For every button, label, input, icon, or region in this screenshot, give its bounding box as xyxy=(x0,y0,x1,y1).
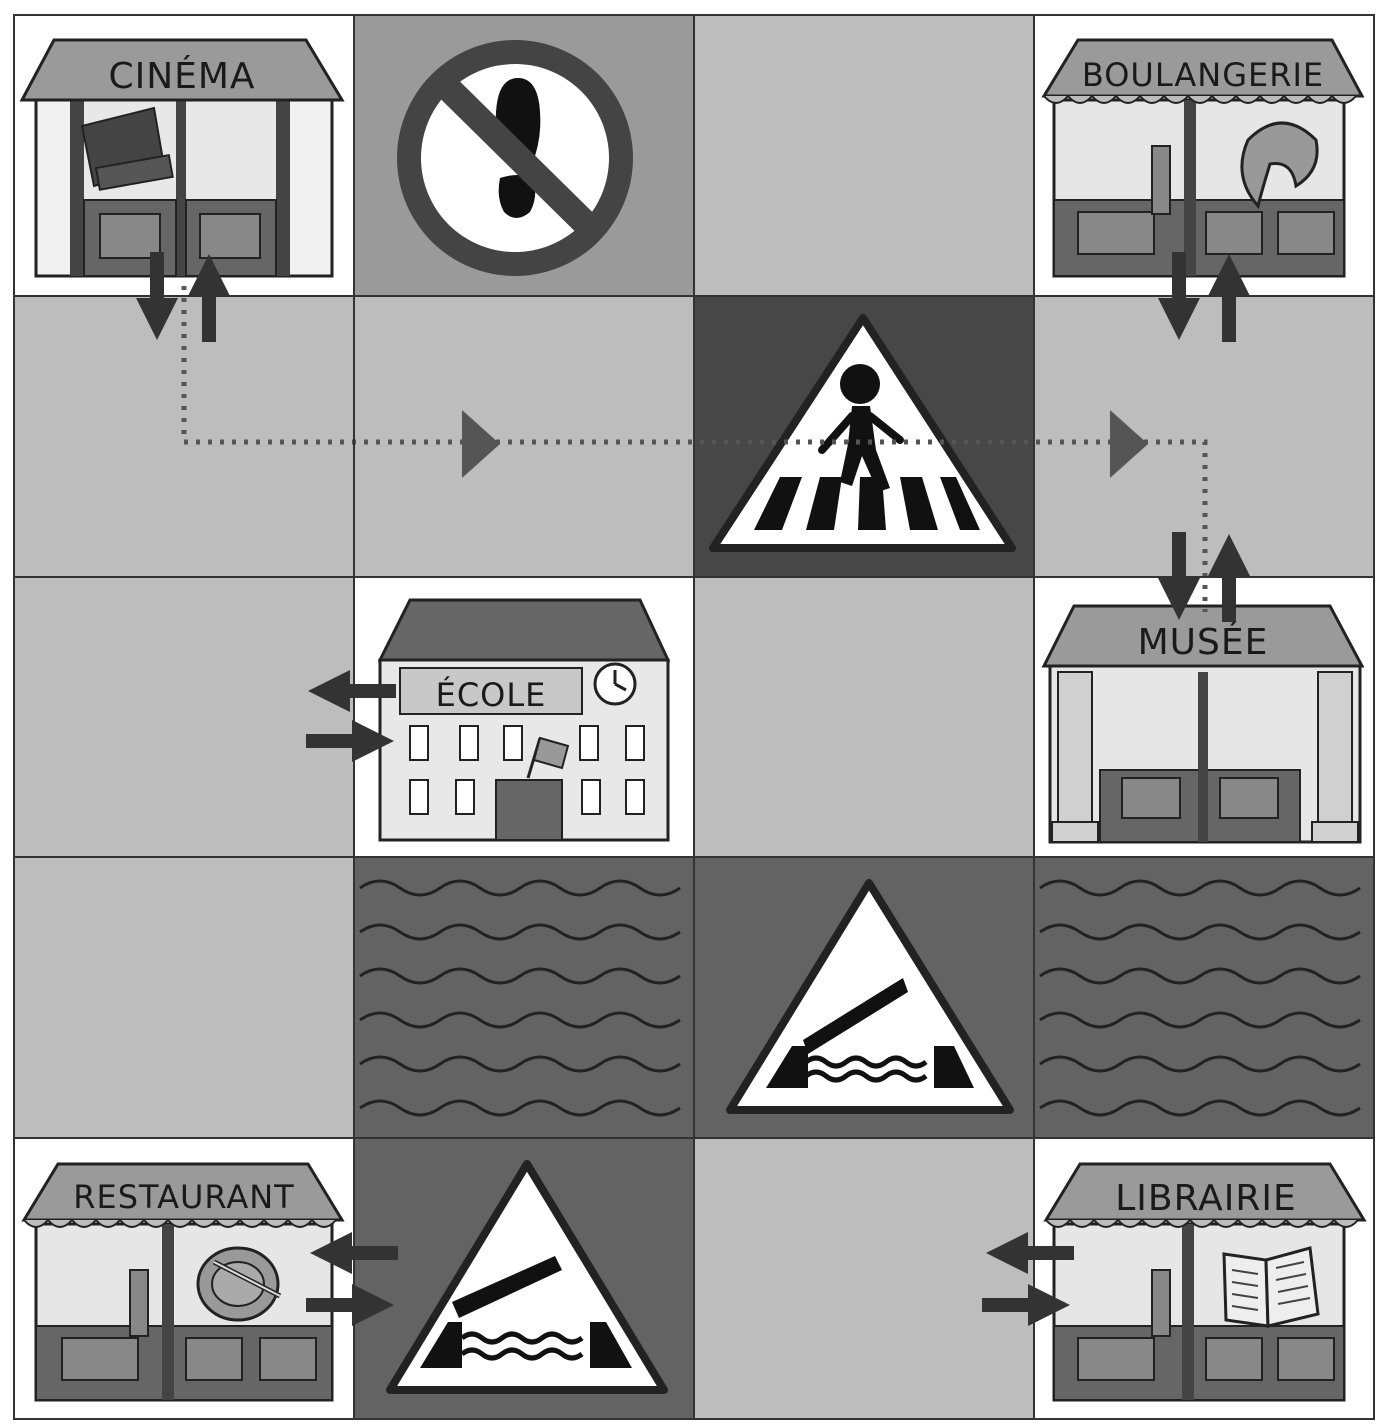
tile-street-r4c2[interactable] xyxy=(694,1138,1034,1419)
librairie-building: LIBRAIRIE xyxy=(1046,1164,1364,1400)
tile-street-r1c0[interactable] xyxy=(14,296,354,577)
tile-street-r1c1[interactable] xyxy=(354,296,694,577)
boulangerie-building: BOULANGERIE xyxy=(1044,40,1362,276)
ecole-label: ÉCOLE xyxy=(436,676,547,714)
no-walking-sign xyxy=(397,40,633,276)
tile-street-r0c2[interactable] xyxy=(694,15,1034,296)
tile-street-r2c2[interactable] xyxy=(694,577,1034,857)
librairie-label: LIBRAIRIE xyxy=(1115,1178,1297,1219)
restaurant-label: RESTAURANT xyxy=(73,1178,294,1216)
ecole-building: ÉCOLE xyxy=(380,600,668,840)
cinema-label: CINÉMA xyxy=(108,55,255,97)
boulangerie-label: BOULANGERIE xyxy=(1082,56,1324,94)
tile-street-r2c0[interactable] xyxy=(14,577,354,857)
musee-building: MUSÉE xyxy=(1044,606,1362,842)
tile-water-r3c1[interactable] xyxy=(354,857,694,1138)
open-book-icon xyxy=(1224,1248,1318,1326)
restaurant-building: RESTAURANT xyxy=(24,1164,342,1400)
cinema-building: CINÉMA xyxy=(22,40,342,276)
clock-icon xyxy=(595,664,635,704)
plate-fork-icon xyxy=(198,1248,280,1320)
tile-water-r3c3[interactable] xyxy=(1034,857,1374,1138)
tile-street-r3c0[interactable] xyxy=(14,857,354,1138)
tile-street-r1c3[interactable] xyxy=(1034,296,1374,577)
musee-label: MUSÉE xyxy=(1138,621,1269,663)
